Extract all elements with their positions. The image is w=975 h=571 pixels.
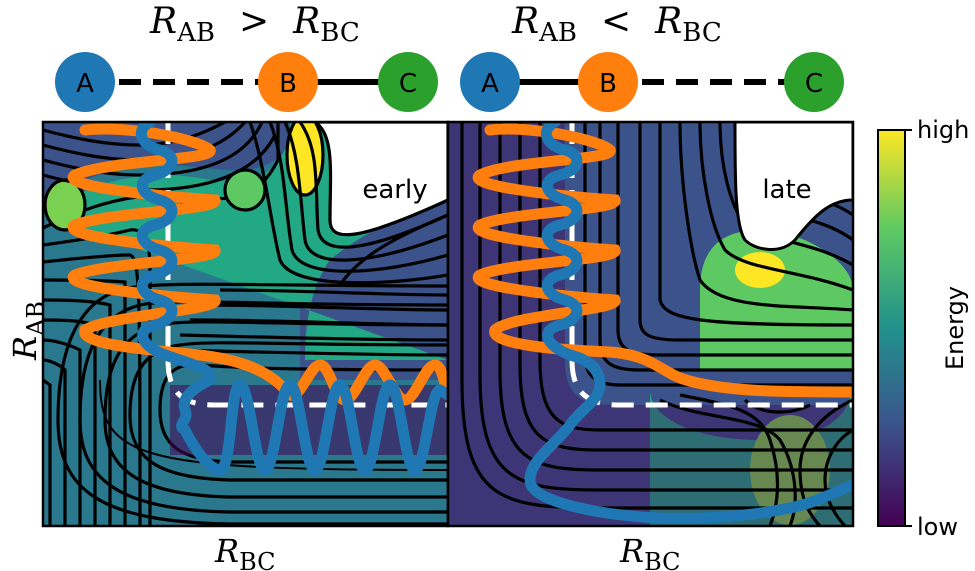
colorbar-low-label: low (917, 513, 958, 541)
atom-a-left-label: A (76, 69, 94, 99)
panel-right-frame (446, 120, 855, 528)
header-right-sub1: AB (538, 18, 577, 48)
panel-right-label: late (762, 175, 811, 205)
atom-a-right-label: A (481, 69, 499, 99)
y-axis-label: RAB (6, 301, 50, 361)
atom-b-right-label: B (599, 69, 617, 99)
atom-a-right (460, 52, 520, 112)
panel-left-label: early (362, 175, 427, 205)
x-axis-label-right: RBC (619, 532, 681, 571)
reaction-path-left (165, 122, 448, 408)
trajectory-blue-right (524, 122, 853, 524)
x-axis-label-right-sub: BC (644, 548, 680, 571)
x-axis-label-left-r: R (214, 532, 239, 570)
header-left-r1: R (149, 1, 177, 42)
y-axis-label-r: R (6, 336, 44, 361)
header-left-sub1: AB (176, 18, 215, 48)
header-right-op: < (601, 1, 631, 42)
colorbar-high-label: high (917, 116, 969, 144)
colorbar-gradient (877, 129, 906, 527)
atom-a-left (55, 52, 115, 112)
header-left-sub2: BC (320, 18, 359, 48)
atom-c-left-label: C (399, 69, 417, 99)
atom-c-right (784, 52, 844, 112)
colorbar: high low Energy (877, 116, 969, 541)
trajectory-orange-right (472, 123, 853, 398)
x-axis-label-left-sub: BC (239, 548, 275, 571)
reaction-path-right (569, 122, 853, 408)
plateau-right (733, 122, 853, 251)
atom-c-right-label: C (805, 69, 823, 99)
trajectory-blue-left (135, 122, 448, 476)
colorbar-title: Energy (941, 286, 969, 370)
panel-right (448, 122, 853, 526)
atom-b-left-label: B (279, 69, 297, 99)
trajectory-orange-left (67, 123, 448, 406)
atom-b-left (258, 52, 318, 112)
header-right-sub2: BC (682, 18, 721, 48)
header-left: RAB>RBC (149, 1, 360, 48)
header-left-r2: R (292, 1, 320, 42)
atom-b-right (578, 52, 638, 112)
molecule-left: A B C (55, 52, 438, 112)
svg-text:RAB>RBC: RAB>RBC (149, 1, 360, 48)
x-axis-label-left: RBC (214, 532, 276, 571)
svg-text:RAB<RBC: RAB<RBC (511, 1, 722, 48)
header-left-op: > (239, 1, 269, 42)
energy-surface-left (43, 122, 448, 526)
panel-left (43, 122, 448, 526)
molecule-right: A B C (460, 52, 844, 112)
header-right: RAB<RBC (511, 1, 722, 48)
atom-c-left (378, 52, 438, 112)
header-right-r1: R (511, 1, 539, 42)
y-axis-label-sub: AB (22, 301, 50, 337)
header-right-r2: R (654, 1, 682, 42)
x-axis-label-right-r: R (619, 532, 644, 570)
